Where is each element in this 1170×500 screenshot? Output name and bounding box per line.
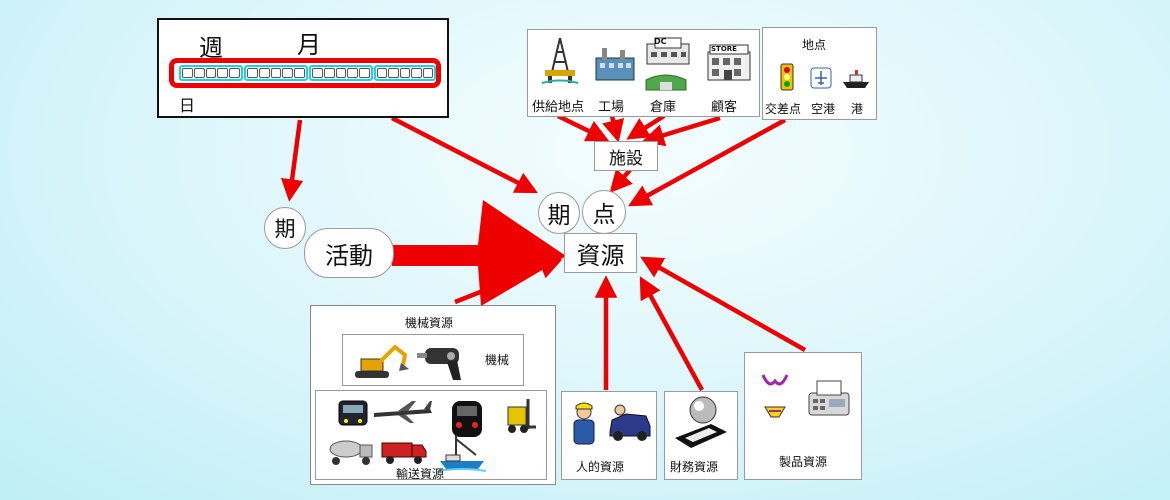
- calendar-day-cell: [399, 68, 411, 78]
- arrow-activity-to-resource: [392, 200, 566, 306]
- calendar-day-cell: [193, 68, 205, 78]
- arrow-location-to-point: [628, 118, 787, 207]
- human-resource-label: 人的資源: [576, 460, 625, 474]
- calendar-day-cell: [205, 68, 217, 78]
- calendar-day-cell: [182, 68, 193, 78]
- calendar-box: 週 月 日: [157, 18, 449, 118]
- ship-icon: [843, 70, 869, 88]
- cement-truck-icon: [329, 440, 373, 465]
- fishing-boat-icon: [437, 435, 487, 472]
- period-node: 期: [538, 192, 580, 234]
- activity-node: 活動: [304, 228, 394, 278]
- calendar-day-cell: [258, 68, 270, 78]
- calendar-day-cell: [377, 68, 388, 78]
- distribution-center-icon: [646, 37, 690, 65]
- arrow-factory-to-facility: [602, 115, 625, 143]
- oil-rig-icon: [541, 37, 579, 84]
- traffic-light-icon: [780, 63, 794, 91]
- locomotive-icon: [452, 401, 482, 437]
- warehouse-label: 倉庫: [650, 100, 677, 115]
- clothing-icon: [761, 374, 789, 418]
- calendar-week-1: [179, 65, 243, 81]
- forklift-icon: [507, 399, 536, 433]
- calendar-day-cell: [422, 68, 434, 78]
- money-icon: [675, 396, 727, 448]
- arrow-financial-to-resource: [639, 276, 704, 392]
- store-icon: [707, 44, 751, 81]
- intersection-label: 交差点: [765, 102, 802, 116]
- supply-point-label: 供給地点: [532, 100, 585, 115]
- excavator-icon: [355, 344, 409, 378]
- calendar-day-cell: [347, 68, 359, 78]
- location-types-box: 地点 交差点 空港 港: [762, 27, 877, 120]
- financial-resource-box: 財務資源: [664, 391, 738, 480]
- factory-icon: [595, 48, 635, 81]
- port-label: 港: [851, 102, 864, 116]
- airplane-icon: [374, 401, 432, 423]
- arrow-customer-to-facility: [641, 115, 721, 147]
- period-left-node: 期: [264, 207, 306, 249]
- train-icon: [338, 400, 368, 426]
- human-resource-box: 人的資源: [561, 391, 657, 480]
- store-sign: STORE: [711, 45, 737, 53]
- calendar-day-cell: [294, 68, 305, 78]
- resource-node: 資源: [564, 233, 637, 273]
- arrow-supply-to-facility: [557, 113, 610, 142]
- calendar-day-cell: [270, 68, 282, 78]
- machine-box: 機械: [342, 334, 524, 386]
- product-resource-label: 製品資源: [779, 455, 828, 469]
- financial-resource-label: 財務資源: [670, 460, 719, 474]
- customer-label: 顧客: [711, 100, 738, 115]
- facility-types-box: DC STORE 供給地点 工場 倉庫 顧客: [527, 29, 760, 117]
- arrow-warehouse-to-facility: [626, 114, 666, 140]
- facility-node: 施設: [594, 141, 658, 171]
- worker-icon: [573, 402, 595, 445]
- car-repair-icon: [609, 404, 651, 441]
- calendar-week-3: [309, 65, 373, 81]
- calendar-day-cell: [282, 68, 294, 78]
- calendar-week-4: [374, 65, 436, 81]
- factory-label: 工場: [598, 100, 625, 115]
- machine-resource-box: 機械資源 機械: [310, 305, 556, 485]
- calendar-day-cell: [217, 68, 229, 78]
- calendar-day-cell: [359, 68, 370, 78]
- calendar-day-cell: [411, 68, 422, 78]
- airport-label: 空港: [811, 102, 836, 116]
- transport-resource-label: 輸送資源: [396, 467, 445, 481]
- transport-box: 輸送資源: [315, 390, 547, 481]
- calendar-day-cell: [312, 68, 323, 78]
- calendar-day-cell: [247, 68, 258, 78]
- machine-label: 機械: [485, 353, 510, 367]
- calendar-day-cell: [388, 68, 399, 78]
- arrow-calendar-to-period: [390, 115, 539, 194]
- calendar-week-label: 週: [199, 34, 223, 62]
- arrow-calendar-to-period-left: [280, 119, 304, 202]
- warehouse-icon: [645, 74, 687, 91]
- truck-icon: [381, 442, 427, 464]
- dc-sign: DC: [654, 37, 667, 46]
- calendar-day-cell: [335, 68, 347, 78]
- calendar-day-label: 日: [179, 96, 196, 115]
- point-node: 点: [582, 190, 626, 234]
- calendar-month-label: 月: [297, 31, 321, 59]
- machine-resource-title: 機械資源: [405, 316, 454, 330]
- fax-machine-icon: [808, 380, 850, 416]
- calendar-month-bar: [169, 58, 441, 88]
- product-resource-box: 製品資源: [744, 352, 862, 480]
- calendar-day-cell: [323, 68, 335, 78]
- calendar-day-cell: [229, 68, 240, 78]
- arrow-product-to-resource: [640, 256, 807, 352]
- arrow-facility-to-point: [609, 168, 633, 194]
- location-title: 地点: [802, 38, 827, 52]
- calendar-week-2: [244, 65, 308, 81]
- airport-icon: [810, 67, 832, 89]
- drill-icon: [417, 348, 461, 380]
